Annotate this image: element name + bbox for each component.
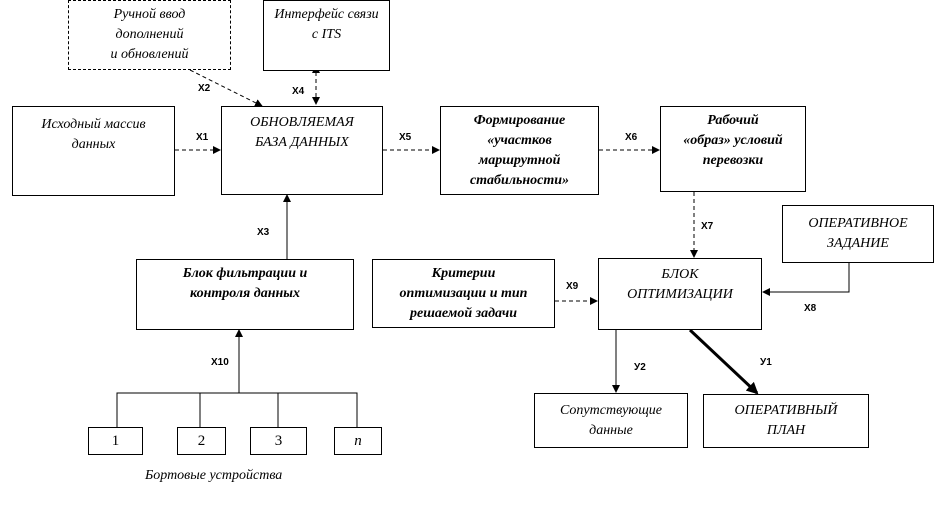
label-x7: X7 [701,221,714,232]
its-interface-label: Интерфейс связи с ITS [274,7,379,42]
device-1-label: 1 [111,432,120,449]
formation-label: Формирование «участков маршрутной стабил… [469,112,570,188]
source-data-label: Исходный массив данных [41,117,146,152]
filter-block-label: Блок фильтрации и контроля данных [182,266,308,301]
accompanying-box: Сопутствующие данные [534,393,688,448]
device-n-label: n [354,432,362,449]
arrow-y1 [688,328,759,395]
device-3-box: 3 [250,427,307,455]
label-y2: У2 [634,362,646,373]
label-x5: X5 [399,132,412,143]
label-x1: X1 [196,132,209,143]
device-1-box: 1 [88,427,143,455]
operative-plan-label: ОПЕРАТИВНЫЙ ПЛАН [734,403,838,438]
device-n-box: n [334,427,382,455]
label-y1: У1 [760,357,772,368]
criteria-box: Критерии оптимизации и тип решаемой зада… [372,259,555,328]
label-x10: X10 [211,357,229,368]
operative-plan-box: ОПЕРАТИВНЫЙ ПЛАН [703,394,869,448]
label-x8: X8 [804,303,817,314]
optimization-box: БЛОК ОПТИМИЗАЦИИ [598,258,762,330]
source-data-box: Исходный массив данных [12,106,175,196]
criteria-label: Критерии оптимизации и тип решаемой зада… [399,265,528,321]
label-x6: X6 [625,132,638,143]
updated-db-box: ОБНОВЛЯЕМАЯ БАЗА ДАННЫХ [221,106,383,195]
updated-db-label: ОБНОВЛЯЕМАЯ БАЗА ДАННЫХ [250,115,354,150]
arrow-x8 [762,263,850,296]
operative-task-box: ОПЕРАТИВНОЕ ЗАДАНИЕ [782,205,934,263]
device-3-label: 3 [274,432,283,449]
operative-task-label: ОПЕРАТИВНОЕ ЗАДАНИЕ [808,216,908,251]
label-x2: X2 [198,83,211,94]
label-x4: X4 [292,86,305,97]
formation-box: Формирование «участков маршрутной стабил… [440,106,599,195]
devices-bus [116,392,358,427]
accompanying-label: Сопутствующие данные [559,402,663,438]
its-interface-box: Интерфейс связи с ITS [263,0,390,71]
working-image-box: Рабочий «образ» условий перевозки [660,106,806,192]
manual-input-box: Ручной ввод дополнений и обновлений [68,0,231,70]
filter-block-box: Блок фильтрации и контроля данных [136,259,354,330]
device-2-label: 2 [197,432,206,449]
devices-caption: Бортовые устройства [145,468,283,483]
working-image-label: Рабочий «образ» условий перевозки [683,113,783,168]
manual-input-label: Ручной ввод дополнений и обновлений [110,7,189,62]
device-2-box: 2 [177,427,226,455]
optimization-label: БЛОК ОПТИМИЗАЦИИ [627,267,733,302]
label-x3: X3 [257,227,270,238]
label-x9: X9 [566,281,579,292]
